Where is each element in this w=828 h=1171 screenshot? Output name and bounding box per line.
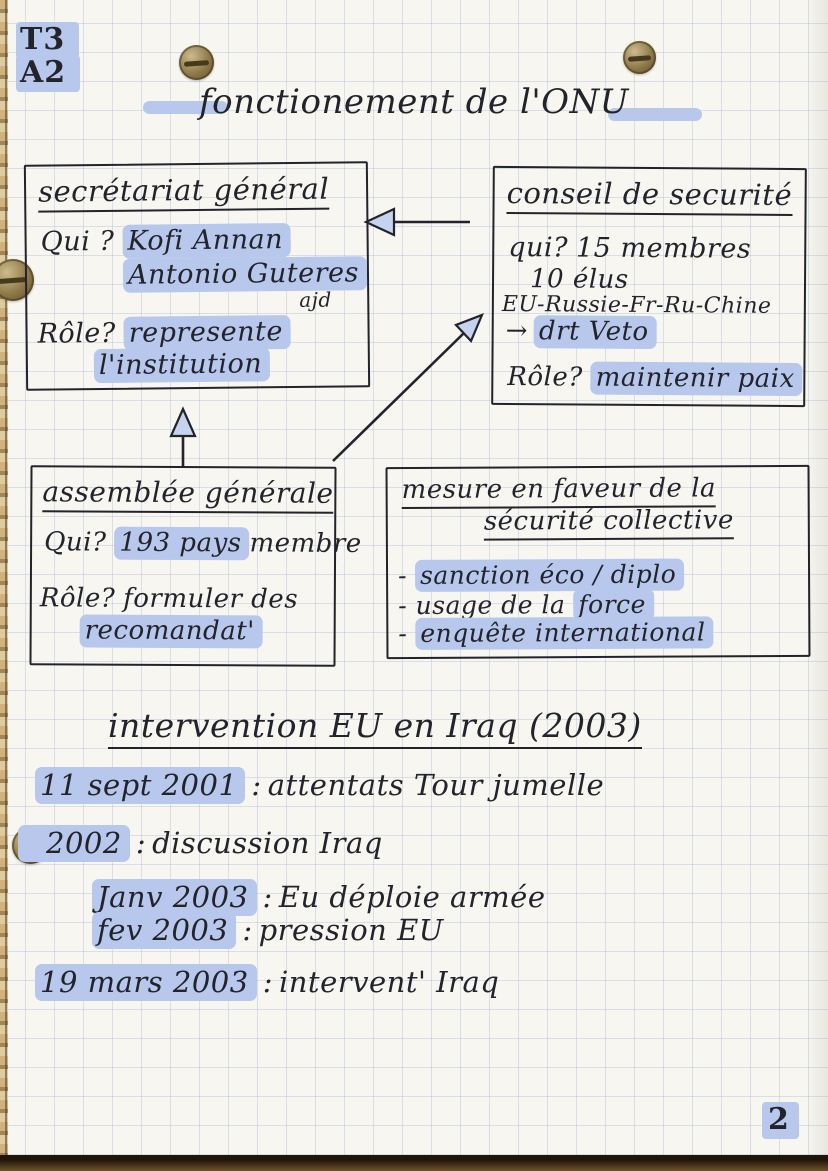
page-left-torn-edge [0, 0, 8, 1171]
arrow-up-head [169, 406, 197, 438]
page-number: 2 [762, 1102, 799, 1139]
desk-surface [0, 1155, 828, 1171]
timeline-date: Janv 2003 [92, 879, 257, 916]
page-title: fonctionement de l'ONU [199, 82, 629, 122]
mesures-title-line2: sécurité collective [483, 505, 734, 541]
section2-title: intervention EU en Iraq (2003) [108, 706, 642, 749]
title-highlight-dash-left [143, 101, 228, 114]
page-right-shadow [806, 0, 828, 1171]
secretariat-qui-line2: Antonio Guteres [122, 256, 368, 293]
assemblee-role-line: Rôle?formuler des [39, 583, 299, 615]
secretariat-role-line: Rôle?represente [37, 315, 292, 351]
box-mesures-securite: mesure en faveur de la sécurité collecti… [385, 464, 811, 660]
timeline-row: 19 mars 2003:intervent' Iraq [35, 964, 500, 1001]
box-conseil-securite: conseil de securité qui?15 membres 10 él… [491, 165, 807, 408]
assemblee-role-line2: recomandat' [79, 614, 263, 649]
conseil-role-line: Rôle?maintenir paix [507, 361, 803, 397]
secretariat-ajd-note: ajd [299, 287, 332, 312]
mesures-title-line1: mesure en faveur de la [401, 473, 717, 510]
timeline-date: 11 sept 2001 [35, 767, 246, 804]
timeline-date: 19 mars 2003 [35, 964, 257, 1001]
conseil-elus-line: 10 élus [529, 264, 629, 295]
conseil-qui-line: qui?15 membres [508, 232, 752, 265]
conseil-veto-line: →drt Veto [505, 315, 657, 350]
corner-code-line1: T3 [16, 22, 80, 59]
box-conseil-title: conseil de securité [506, 176, 805, 216]
timeline-row: 11 sept 2001:attentats Tour jumelle [35, 767, 605, 804]
timeline-event: attentats Tour jumelle [267, 768, 605, 802]
timeline-event: discussion Iraq [152, 826, 383, 860]
title-highlight-dash-right [608, 108, 702, 121]
corner-code-a2: A2 [16, 55, 81, 92]
brass-fastener-icon [179, 45, 214, 80]
arrow-diagonal-head [454, 313, 485, 343]
secretariat-role-line2: l'institution [93, 347, 271, 384]
box-assemblee-title: assemblée générale [42, 475, 334, 514]
brass-fastener-icon [623, 41, 656, 74]
timeline-event: pression EU [258, 913, 444, 947]
timeline-row: Janv 2003:Eu déploie armée [92, 879, 546, 916]
mesures-item: -sanction éco / diplo [398, 558, 685, 592]
timeline-event: Eu déploie armée [278, 880, 546, 914]
arrow-left-head [363, 207, 396, 237]
timeline-date: 2002 [18, 825, 130, 862]
box-secretariat-general: secrétariat général Qui ?Kofi Annan Anto… [23, 161, 371, 391]
timeline-row: fev 2003:pression EU [92, 912, 444, 949]
page-left-edge-line [5, 0, 7, 1171]
timeline-row: 2002:discussion Iraq [18, 825, 383, 862]
box-secretariat-title: secrétariat général [37, 171, 366, 213]
brass-fastener-icon [0, 259, 34, 301]
timeline-event: intervent' Iraq [278, 965, 500, 999]
corner-code-line2: A2 [16, 55, 81, 92]
veto-arrow-icon: → [505, 316, 529, 347]
corner-code-t3: T3 [16, 22, 80, 59]
mesures-item: -enquête international [398, 616, 714, 650]
secretariat-qui-line: Qui ?Kofi Annan [40, 223, 292, 259]
timeline-date: fev 2003 [92, 912, 237, 949]
